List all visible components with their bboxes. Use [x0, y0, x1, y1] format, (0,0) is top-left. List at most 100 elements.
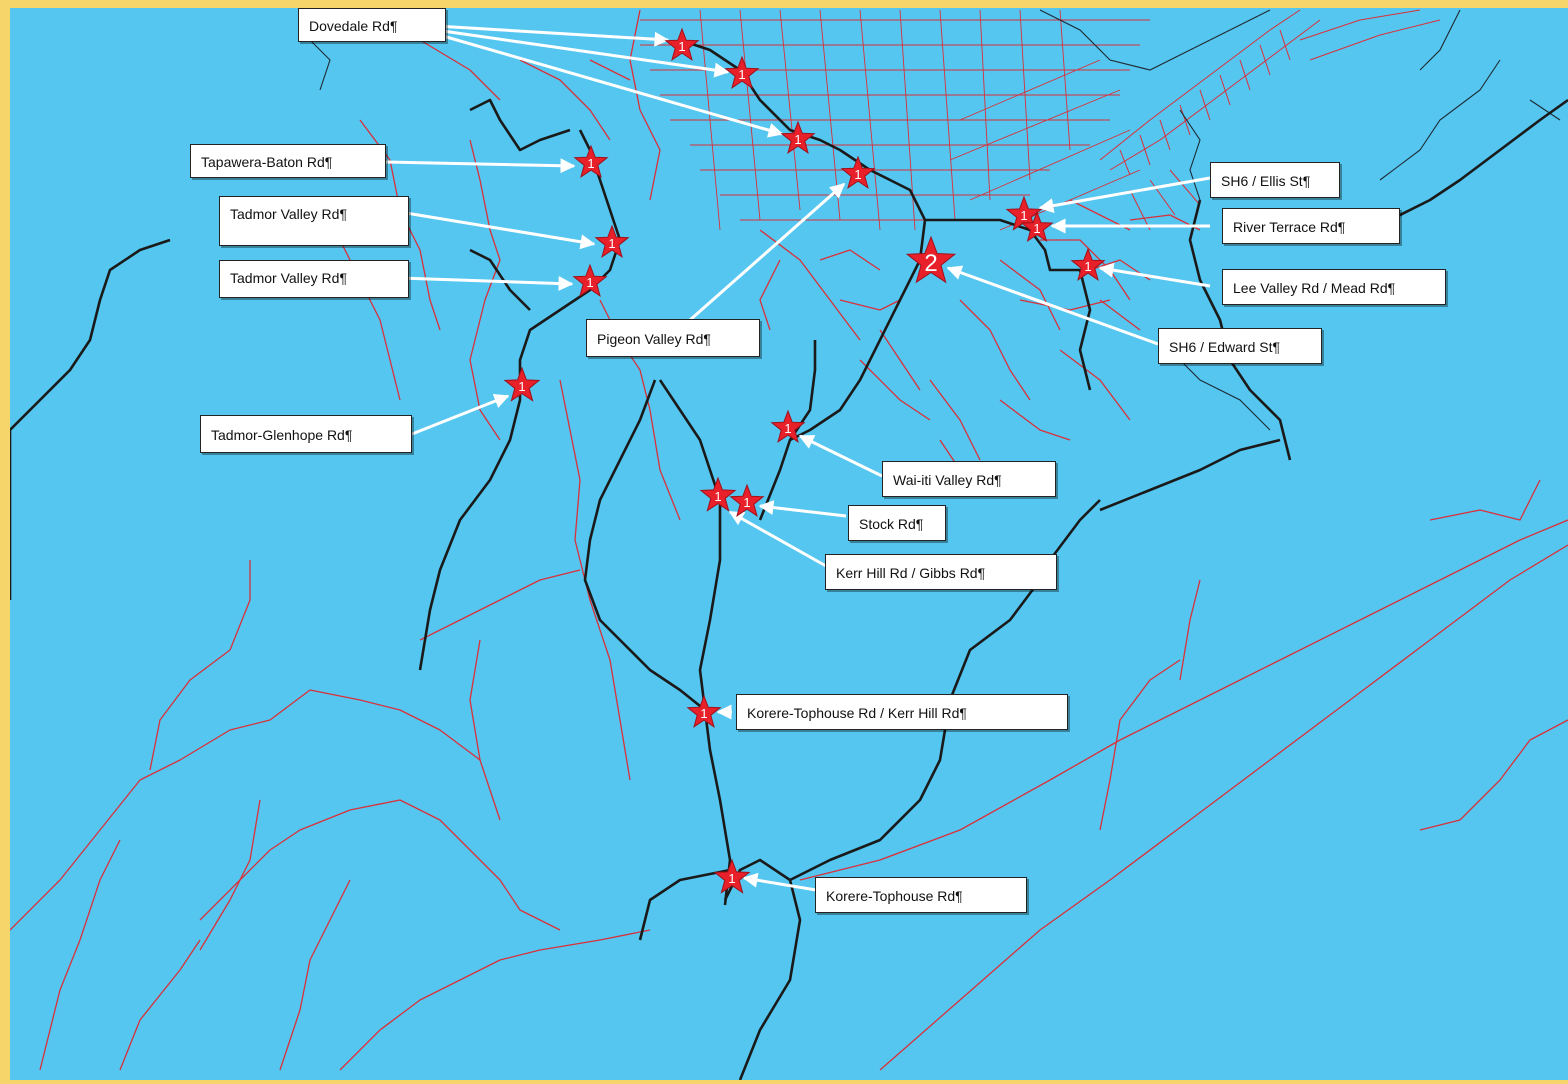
- label-wai-iti-valley: Wai-iti Valley Rd¶: [882, 461, 1056, 497]
- marker-count: 1: [728, 871, 735, 886]
- star-marker: 1: [503, 366, 541, 402]
- leader-arrow: [1098, 262, 1211, 288]
- star-icon: [699, 476, 737, 512]
- label-tadmor-glenhope: Tadmor-Glenhope Rd¶: [200, 415, 412, 453]
- leader-arrow: [385, 158, 576, 174]
- label-text: Tapawera-Baton Rd¶: [201, 154, 333, 170]
- label-text: Stock Rd¶: [859, 516, 924, 532]
- label-text: SH6 / Ellis St¶: [1221, 173, 1311, 189]
- label-text: Tadmor Valley Rd¶: [230, 270, 347, 286]
- star-marker: 1: [594, 224, 630, 258]
- major-roads: [10, 38, 1568, 1080]
- star-marker: 1: [840, 155, 876, 189]
- marker-count: 1: [714, 489, 721, 504]
- star-marker: 1: [729, 483, 765, 517]
- star-icon: [1020, 210, 1054, 243]
- label-dovedale: Dovedale Rd¶: [298, 8, 446, 42]
- star-icon: [780, 120, 816, 154]
- label-text: Lee Valley Rd / Mead Rd¶: [1233, 280, 1396, 296]
- marker-count: 1: [700, 706, 707, 721]
- star-icon: [840, 155, 876, 189]
- leader-arrows: [385, 24, 1211, 892]
- star-marker: 1: [572, 263, 608, 297]
- star-icon: [572, 263, 608, 297]
- marker-count: 2: [924, 250, 937, 277]
- leader-arrow: [435, 28, 730, 78]
- urban-grid-east: [1099, 9, 1441, 231]
- label-korere-kerr-hill: Korere-Tophouse Rd / Kerr Hill Rd¶: [736, 694, 1068, 730]
- label-stock: Stock Rd¶: [848, 505, 946, 541]
- label-text: Pigeon Valley Rd¶: [597, 331, 711, 347]
- label-text: River Terrace Rd¶: [1233, 219, 1346, 235]
- marker-count: 1: [1020, 208, 1027, 223]
- leader-arrow: [435, 24, 670, 47]
- marker-count: 1: [518, 379, 525, 394]
- urban-grid: [640, 9, 1150, 231]
- star-marker: 1: [686, 694, 722, 728]
- star-icon: [1070, 247, 1106, 281]
- star-marker: 1: [573, 144, 609, 178]
- label-sh6-edward: SH6 / Edward St¶: [1158, 328, 1322, 364]
- leader-arrow: [798, 434, 883, 478]
- marker-count: 1: [794, 132, 801, 147]
- star-icon: [686, 694, 722, 728]
- label-text: Kerr Hill Rd / Gibbs Rd¶: [836, 565, 986, 581]
- marker-count: 1: [1033, 221, 1040, 236]
- star-marker: 1: [713, 858, 751, 894]
- leader-arrow: [689, 182, 846, 322]
- leader-arrow: [728, 510, 827, 568]
- marker-count: 1: [1084, 259, 1091, 274]
- star-marker: 1: [699, 476, 737, 512]
- label-tapawera: Tapawera-Baton Rd¶: [190, 144, 386, 178]
- leader-arrow: [1038, 176, 1211, 214]
- label-text: Tadmor-Glenhope Rd¶: [211, 427, 353, 443]
- marker-count: 1: [854, 167, 861, 182]
- star-icon: [594, 224, 630, 258]
- star-icon: [664, 27, 700, 61]
- marker-count: 1: [587, 156, 594, 171]
- marker-count: 1: [586, 275, 593, 290]
- star-marker: 1: [664, 27, 700, 61]
- label-text: Tadmor Valley Rd¶: [230, 206, 347, 222]
- label-lee-valley: Lee Valley Rd / Mead Rd¶: [1222, 269, 1446, 305]
- label-text: SH6 / Edward St¶: [1169, 339, 1281, 355]
- coastline: [299, 9, 1561, 431]
- marker-count: 1: [678, 39, 685, 54]
- star-marker: 1: [780, 120, 816, 154]
- star-icon: [724, 55, 760, 89]
- star-icon: [503, 366, 541, 402]
- star-marker: 1: [1070, 247, 1106, 281]
- star-marker: 1: [770, 409, 806, 443]
- label-river-terrace: River Terrace Rd¶: [1222, 208, 1400, 244]
- star-icon: [729, 483, 765, 517]
- star-marker: 1: [1020, 210, 1054, 243]
- label-korere-tophouse: Korere-Tophouse Rd¶: [815, 877, 1027, 913]
- leader-arrow: [399, 210, 596, 250]
- label-text: Dovedale Rd¶: [309, 18, 398, 34]
- label-tadmor-valley-1: Tadmor Valley Rd¶: [219, 196, 409, 246]
- label-pigeon-valley: Pigeon Valley Rd¶: [586, 319, 760, 357]
- leader-arrow: [758, 500, 847, 518]
- leader-arrow: [399, 276, 574, 292]
- leader-arrow: [411, 393, 510, 436]
- marker-count: 1: [738, 67, 745, 82]
- label-tadmor-valley-2: Tadmor Valley Rd¶: [219, 260, 409, 298]
- marker-count: 1: [743, 495, 750, 510]
- star-marker: 2: [905, 235, 957, 284]
- label-text: Wai-iti Valley Rd¶: [893, 472, 1002, 488]
- marker-count: 1: [784, 421, 791, 436]
- minor-roads: [10, 9, 1568, 1071]
- label-sh6-ellis: SH6 / Ellis St¶: [1210, 162, 1340, 198]
- label-text: Korere-Tophouse Rd / Kerr Hill Rd¶: [747, 705, 967, 721]
- leader-arrow: [435, 32, 784, 138]
- leader-arrow: [946, 265, 1159, 346]
- star-icon: [770, 409, 806, 443]
- star-icon: [905, 235, 957, 284]
- star-icon: [573, 144, 609, 178]
- star-marker: 1: [724, 55, 760, 89]
- label-kerr-hill: Kerr Hill Rd / Gibbs Rd¶: [825, 554, 1057, 590]
- marker-count: 1: [608, 236, 615, 251]
